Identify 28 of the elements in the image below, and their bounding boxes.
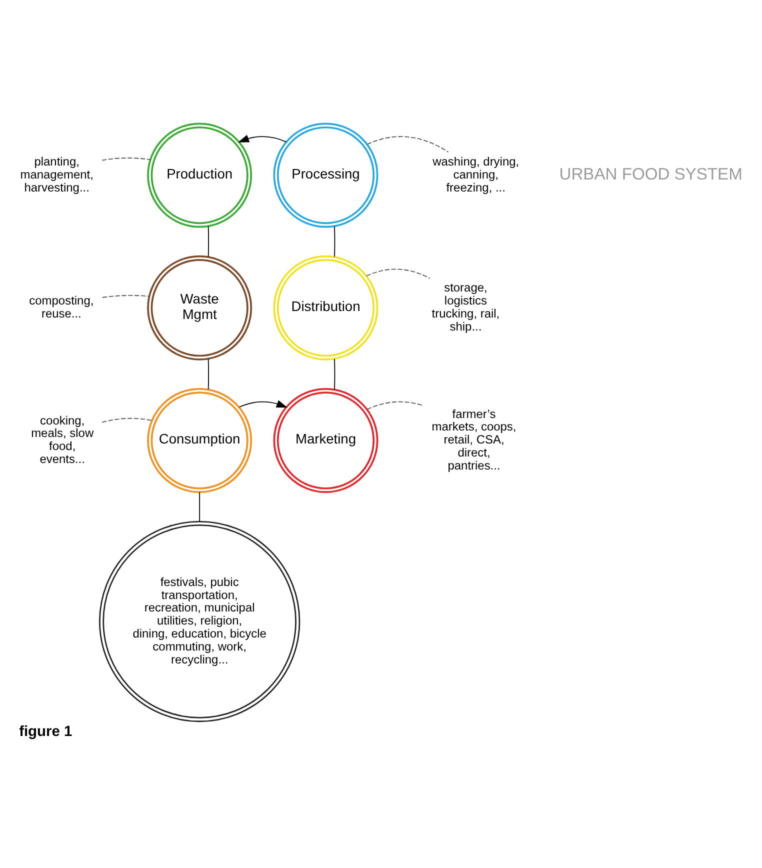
connector — [334, 358, 336, 390]
node-text: storage, logistics trucking, rail, ship... — [432, 280, 500, 333]
label: URBAN FOOD SYSTEM — [559, 164, 742, 183]
connector — [366, 136, 449, 152]
node-text: planting, management, harvesting... — [20, 154, 94, 194]
connector — [208, 225, 210, 257]
arrow — [238, 400, 288, 408]
connector — [199, 491, 200, 522]
node-circle: Waste Mgmt — [147, 254, 252, 360]
connector — [208, 358, 210, 390]
connector — [334, 225, 336, 257]
node-text: farmer’s markets, coops, retail, CSA, direct, pantries... — [432, 406, 516, 472]
node-text: composting, reuse... — [29, 293, 94, 320]
arrow — [238, 134, 287, 142]
node-circle: Production — [147, 122, 252, 228]
node-circle: festivals, pubic transportation, recreation, municipal utilities, religion, dining, education, bicycle commuting, work, recycling... — [98, 520, 300, 722]
connector — [102, 157, 151, 160]
node-text: cooking, meals, slow food, events... — [31, 412, 94, 466]
connector — [102, 294, 150, 298]
connector — [102, 417, 152, 422]
node-circle: Consumption — [147, 388, 252, 492]
connector — [366, 400, 424, 410]
node-circle: Processing — [273, 122, 378, 228]
node-text: washing, drying, canning, freezing, ... — [432, 154, 520, 194]
node-circle: Distribution — [273, 254, 378, 360]
caption: figure 1 — [19, 723, 72, 740]
connector — [366, 268, 430, 278]
node-circle: Marketing — [273, 388, 378, 492]
